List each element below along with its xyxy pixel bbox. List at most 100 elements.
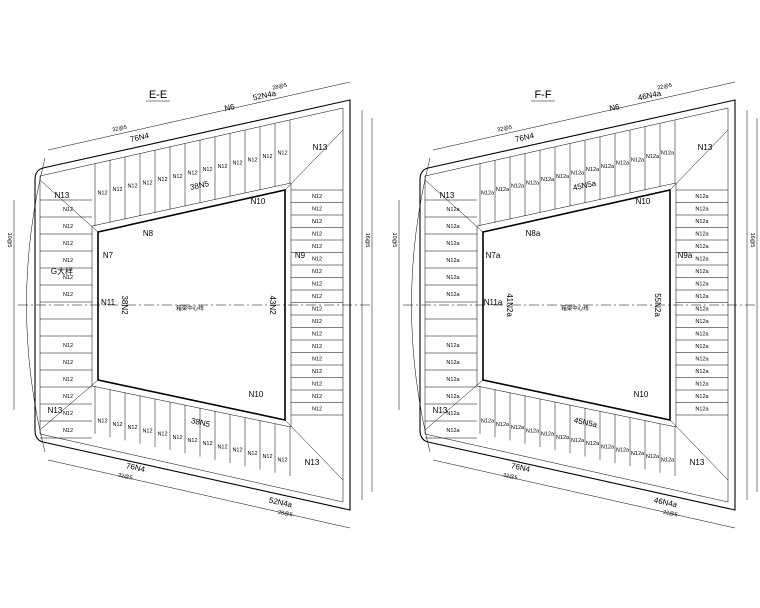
top-cell-label: N12a <box>511 184 525 190</box>
right-cell-label: N12 <box>312 282 322 288</box>
right-cell-label: N12a <box>695 382 709 388</box>
top-cell-label: N12a <box>556 174 570 180</box>
top-cell-label: N12 <box>247 157 257 163</box>
right-cell-label: N12a <box>695 257 709 263</box>
right-cell-label: N12 <box>312 332 322 338</box>
left-cell-label: N12 <box>63 207 73 213</box>
bottom-cell-label: N12 <box>262 454 272 460</box>
right-cell-label: N12a <box>695 307 709 313</box>
right-cell-label: N12a <box>695 394 709 400</box>
right-cell-label: N12a <box>695 244 709 250</box>
label-right-count: 55N2a <box>653 293 662 317</box>
bottom-cell-label: N12 <box>157 432 167 438</box>
bottom-cell-label: N12a <box>571 438 585 444</box>
label-n13-topright: N13 <box>313 143 328 152</box>
right-cell-label: N12 <box>312 257 322 263</box>
label-top-dim-left: 32@5 <box>497 125 513 134</box>
label-bottom-dim-right: 28@5 <box>277 510 293 519</box>
label-n13-botright: N13 <box>305 458 320 467</box>
section-f-f: F-FN12aN12aN12aN12aN12aN12aN12aN12aN12aN… <box>391 81 758 529</box>
top-cell-label: N12 <box>142 180 152 186</box>
label-n10-top: N10 <box>636 197 651 206</box>
outer-rebar <box>39 107 344 503</box>
right-cell-label: N12 <box>312 357 322 363</box>
right-cell-label: N12 <box>312 269 322 275</box>
label-bottom-main: 76N4 <box>510 461 531 474</box>
label-left-note: G大样 <box>51 266 73 276</box>
bottom-cell-label: N12a <box>586 441 600 447</box>
right-cell-label: N12a <box>695 369 709 375</box>
label-left-dim: 10@5 <box>391 233 397 248</box>
outer-outline <box>34 99 351 511</box>
top-dim-line <box>47 81 351 151</box>
right-cell-label: N12a <box>695 194 709 200</box>
top-cell-label: N12 <box>127 184 137 190</box>
label-bottom-side: 52N4a <box>268 496 293 510</box>
section-title: E-E <box>149 89 167 101</box>
left-cell-label: N12 <box>63 258 73 264</box>
bottom-cell-label: N12a <box>646 454 660 460</box>
right-cell-label: N12 <box>312 207 322 213</box>
label-n7: N7a <box>486 251 501 260</box>
label-n7: N7 <box>103 251 114 260</box>
top-cell-label: N12 <box>262 154 272 160</box>
bottom-cell-label: N12 <box>202 441 212 447</box>
top-cell-label: N12 <box>232 161 242 167</box>
left-cell-label: N12a <box>446 343 460 349</box>
label-bottom-count: 38N5 <box>190 416 211 429</box>
bottom-cell-label: N12a <box>631 451 645 457</box>
right-cell-label: N12a <box>695 232 709 238</box>
left-cell-label: N12 <box>63 394 73 400</box>
label-side-dim: 16@5 <box>364 233 370 248</box>
right-cell-label: N12a <box>695 207 709 213</box>
bottom-cell-label: N12 <box>217 444 227 450</box>
left-cell-label: N12a <box>446 292 460 298</box>
inner-rebar <box>91 182 292 428</box>
bottom-cell-label: N12 <box>172 435 182 441</box>
top-cell-label: N12 <box>277 151 287 157</box>
right-cell-label: N12a <box>695 269 709 275</box>
label-centerline: 箱梁中心线 <box>561 304 589 312</box>
haunch-bl <box>424 379 484 431</box>
label-n13-topleft: N13 <box>55 191 70 200</box>
bottom-cell-label: N12 <box>187 438 197 444</box>
haunch-tl <box>39 179 99 233</box>
label-n9: N9 <box>295 251 306 260</box>
label-n13-topleft: N13 <box>440 191 455 200</box>
label-top-count: 45N5a <box>572 179 597 193</box>
left-cell-label: N12 <box>63 428 73 434</box>
label-n8: N8 <box>143 229 154 238</box>
bottom-cell-label: N12a <box>616 448 630 454</box>
top-cell-label: N12a <box>631 157 645 163</box>
label-bottom-dim-right: 22@5 <box>662 510 678 519</box>
label-top-dim-right: 28@5 <box>272 83 288 92</box>
left-cell-label: N12 <box>63 360 73 366</box>
right-cell-label: N12 <box>312 194 322 200</box>
left-cell-label: N12 <box>63 377 73 383</box>
bottom-cell-label: N12a <box>496 422 510 428</box>
haunch-tr <box>284 129 344 191</box>
label-n10-bottom: N10 <box>634 390 649 399</box>
label-n6: N6 <box>609 102 621 113</box>
right-cell-label: N12 <box>312 394 322 400</box>
label-top-dim-left: 32@5 <box>112 125 128 134</box>
bottom-cell-label: N12 <box>247 451 257 457</box>
left-cell-label: N12a <box>446 428 460 434</box>
top-cell-label: N12 <box>172 174 182 180</box>
right-cell-label: N12a <box>695 407 709 413</box>
label-top-count: 38N5 <box>189 179 210 192</box>
top-cell-label: N12a <box>526 180 540 186</box>
top-cell-label: N12a <box>661 151 675 157</box>
bottom-cell-label: N12a <box>601 444 615 450</box>
label-n11: N11a <box>484 298 503 307</box>
top-cell-label: N12a <box>541 177 555 183</box>
right-cell-label: N12a <box>695 332 709 338</box>
top-cell-label: N12 <box>97 190 107 196</box>
section-e-e: E-EN12N12N12N12N12N12N12N12N12N12N12N12N… <box>6 81 373 529</box>
label-n13-botleft: N13 <box>48 406 63 415</box>
outer-rebar <box>424 107 729 503</box>
top-dim-line <box>432 81 736 151</box>
left-cell-label: N12a <box>446 394 460 400</box>
label-centerline: 箱梁中心线 <box>176 304 204 312</box>
